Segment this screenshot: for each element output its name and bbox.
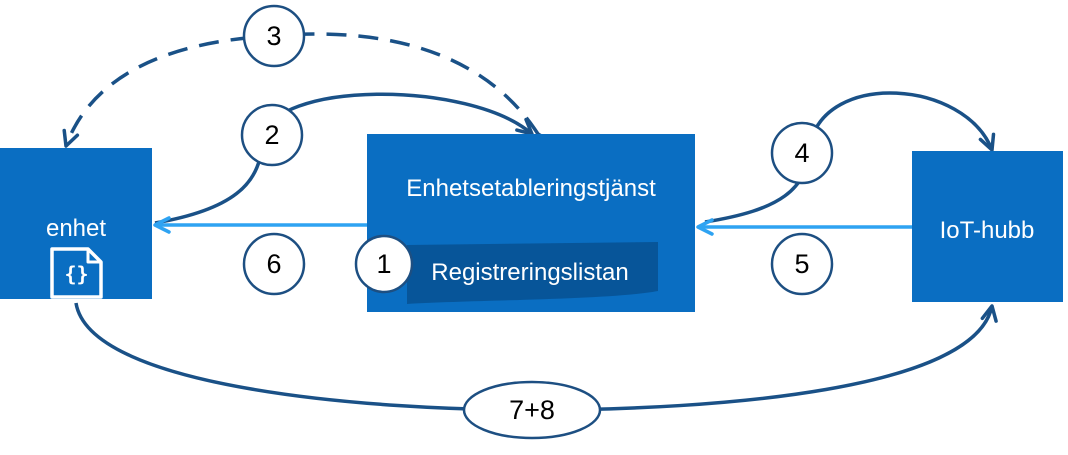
step-5-marker: 5 <box>770 232 834 296</box>
iot-hub-label: IoT-hubb <box>940 217 1035 244</box>
device-node: enhet {} <box>0 148 152 299</box>
step-3-marker: 3 <box>242 4 306 68</box>
svg-text:6: 6 <box>266 249 281 279</box>
step-6-marker: 6 <box>242 232 306 296</box>
step-7-8-marker: 7+8 <box>462 380 602 440</box>
svg-text:2: 2 <box>264 120 279 150</box>
svg-text:1: 1 <box>376 249 391 279</box>
svg-text:7+8: 7+8 <box>509 395 555 425</box>
provisioning-service-node: Enhetsetableringstjänst Registreringslis… <box>367 134 695 312</box>
svg-text:4: 4 <box>794 138 809 168</box>
enrollment-list-label: Registreringslistan <box>431 259 628 286</box>
provisioning-service-label: Enhetsetableringstjänst <box>406 175 656 202</box>
enrollment-list: Registreringslistan <box>407 242 658 304</box>
json-file-icon: {} <box>50 247 103 299</box>
step-1-marker: 1 <box>354 234 414 294</box>
svg-text:{}: {} <box>64 262 88 286</box>
svg-text:5: 5 <box>794 249 809 279</box>
step-2-marker: 2 <box>240 103 304 167</box>
iot-hub-node: IoT-hubb <box>912 151 1063 302</box>
step-4-marker: 4 <box>770 121 834 185</box>
device-label: enhet <box>46 215 106 242</box>
svg-text:3: 3 <box>266 21 281 51</box>
